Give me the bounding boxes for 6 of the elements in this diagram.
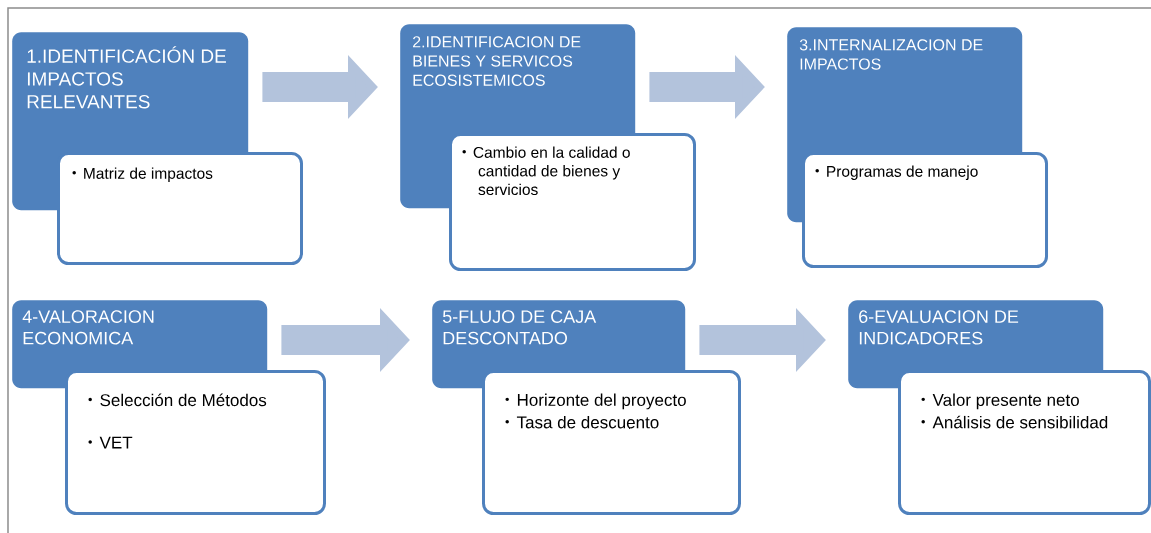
bullet-list-box: Matriz de impactos [57, 152, 303, 265]
bullet-list-box: Cambio en la calidad o cantidad de bienes y servicios [449, 133, 696, 271]
bullet-list-box: Programas de manejo [802, 152, 1048, 268]
bullet-list-box: Selección de Métodos VET [65, 370, 326, 515]
bullet-list-box: Horizonte del proyecto Tasa de descuento [482, 370, 741, 515]
bullet-list-box: Valor presente neto Análisis de sensibilidad [898, 370, 1151, 515]
